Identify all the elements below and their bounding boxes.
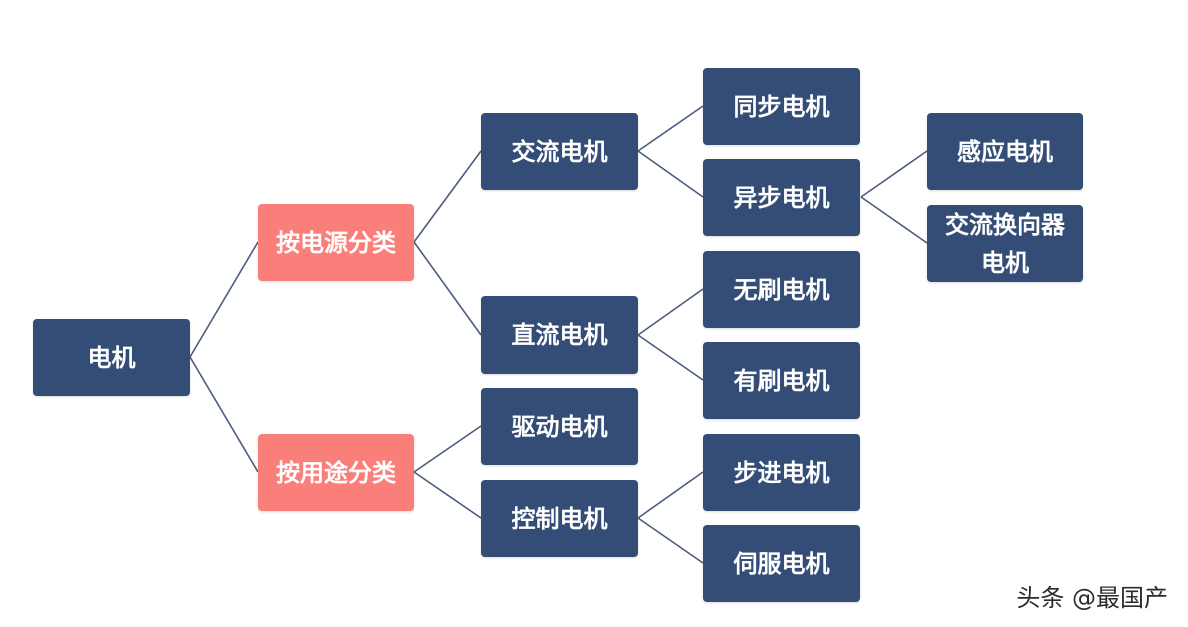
node-servo-motor-label: 伺服电机 <box>733 549 830 578</box>
node-drive-motor-label: 驱动电机 <box>511 412 608 441</box>
node-servo-motor: 伺服电机 <box>703 525 860 602</box>
connector-use-control <box>413 471 482 519</box>
node-induction-motor-label: 感应电机 <box>957 137 1053 166</box>
node-ac-commutator-motor: 交流换向器电机 <box>927 205 1083 282</box>
connector-control-stepper <box>637 471 704 519</box>
node-stepper-motor-label: 步进电机 <box>733 458 830 487</box>
node-asynchronous-motor: 异步电机 <box>703 159 860 236</box>
node-ac-motor: 交流电机 <box>481 113 638 190</box>
connector-power-ac <box>413 150 482 243</box>
node-drive-motor: 驱动电机 <box>481 388 638 465</box>
connector-ac-sync <box>637 105 704 152</box>
connector-control-servo <box>637 517 704 564</box>
node-ac-commutator-motor-label: 交流换向器电机 <box>945 210 1065 277</box>
node-motor-root-label: 电机 <box>87 343 136 372</box>
connector-use-drive <box>413 425 482 473</box>
node-dc-motor: 直流电机 <box>481 296 638 374</box>
connector-async-induction <box>860 150 928 198</box>
connector-dc-brushless <box>637 288 704 336</box>
node-asynchronous-motor-label: 异步电机 <box>733 183 830 212</box>
node-by-usage: 按用途分类 <box>258 434 414 511</box>
node-induction-motor: 感应电机 <box>927 113 1083 190</box>
node-brushed-motor: 有刷电机 <box>703 342 860 419</box>
node-brushless-motor: 无刷电机 <box>703 251 860 328</box>
node-motor-root: 电机 <box>33 319 190 396</box>
node-by-power-source-label: 按电源分类 <box>276 228 396 257</box>
connector-ac-async <box>637 150 704 198</box>
node-by-usage-label: 按用途分类 <box>276 458 396 487</box>
connector-root-power <box>189 241 259 358</box>
connector-async-commutator <box>860 196 928 244</box>
node-brushed-motor-label: 有刷电机 <box>733 366 830 395</box>
node-control-motor: 控制电机 <box>481 480 638 557</box>
node-brushless-motor-label: 无刷电机 <box>733 275 830 304</box>
node-synchronous-motor-label: 同步电机 <box>733 92 830 121</box>
node-synchronous-motor: 同步电机 <box>703 68 860 145</box>
node-dc-motor-label: 直流电机 <box>511 321 608 349</box>
connector-power-dc <box>413 241 482 336</box>
connector-root-use <box>189 356 259 473</box>
connector-dc-brushed <box>637 334 704 381</box>
node-ac-motor-label: 交流电机 <box>511 137 608 166</box>
node-by-power-source: 按电源分类 <box>258 204 414 281</box>
watermark-text: 头条 @最国产 <box>1016 584 1168 612</box>
node-stepper-motor: 步进电机 <box>703 434 860 511</box>
node-control-motor-label: 控制电机 <box>511 504 608 533</box>
